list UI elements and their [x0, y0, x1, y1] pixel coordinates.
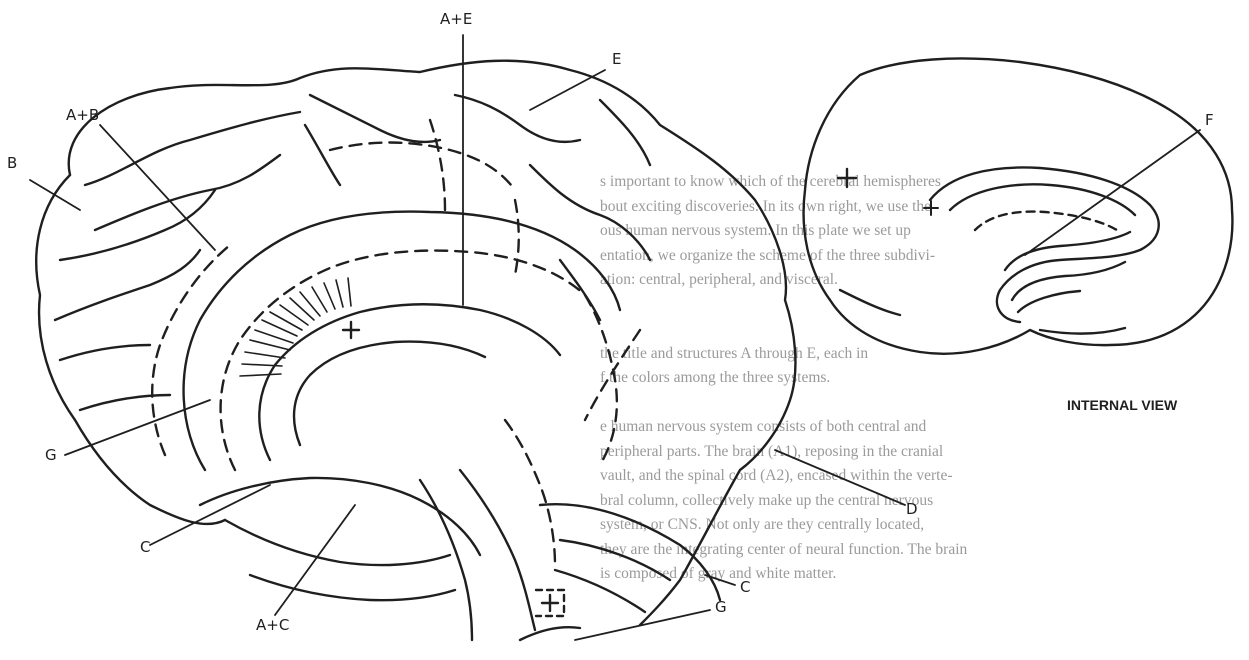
internal-outline	[804, 58, 1233, 353]
label-d: D	[906, 500, 918, 518]
label-a-plus-b: A+B	[66, 106, 99, 124]
label-e: E	[612, 50, 621, 68]
brain-outline-lower	[36, 175, 225, 524]
plus-marker-internal-top	[838, 169, 856, 187]
dashed-boundary-upper	[221, 251, 585, 470]
plus-marker-internal-inner	[924, 201, 938, 215]
plus-marker-cingulate	[343, 322, 359, 338]
plus-marker-brainstem	[542, 595, 558, 611]
label-c-right: C	[740, 578, 750, 596]
temporal-lobe	[200, 478, 480, 555]
label-g-bottom: G	[715, 598, 727, 616]
internal-dashed	[975, 212, 1120, 232]
brain-internal-view	[804, 58, 1233, 353]
cingulate-hatching	[240, 278, 351, 376]
cerebellum-outline	[540, 504, 720, 600]
label-b: B	[7, 154, 17, 172]
label-c-left: C	[140, 538, 150, 556]
label-a-plus-e: A+E	[440, 10, 472, 28]
leader-lines	[30, 35, 905, 640]
dashed-boundary-left	[152, 245, 230, 455]
internal-view-caption: INTERNAL VIEW	[1067, 397, 1178, 413]
brainstem	[460, 470, 535, 630]
label-g-left: G	[45, 446, 57, 464]
label-f: F	[1205, 111, 1214, 129]
label-a-plus-c: A+C	[256, 616, 289, 634]
